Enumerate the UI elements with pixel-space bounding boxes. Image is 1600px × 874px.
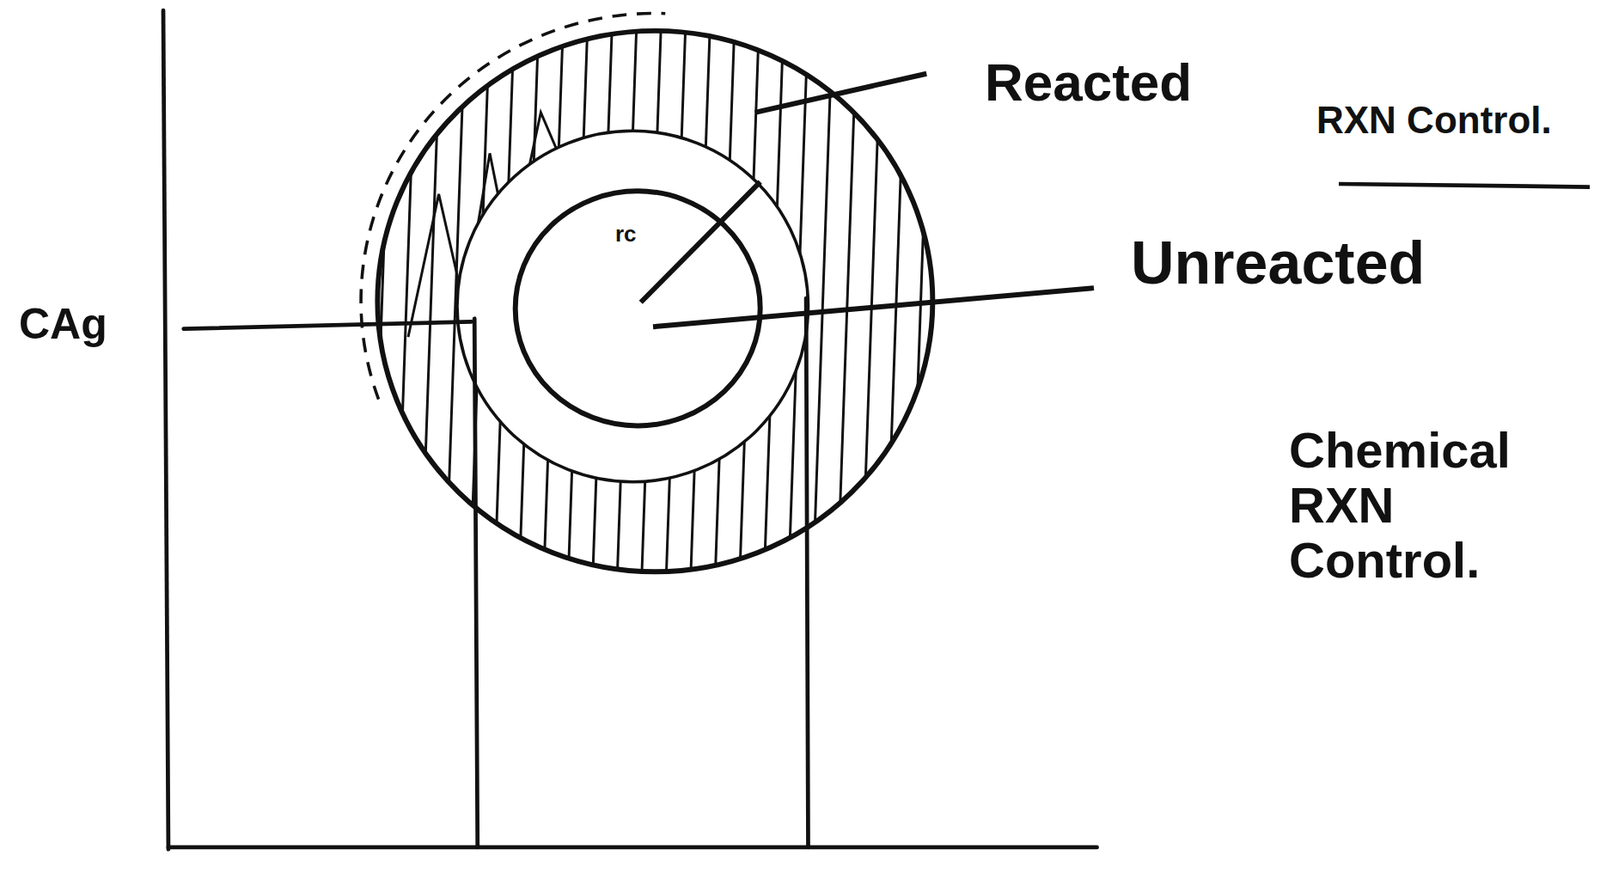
leader-line	[653, 287, 1094, 327]
regime-label: Chemical RXN Control.	[1288, 422, 1564, 587]
axis-line	[168, 845, 1098, 850]
film-boundary	[360, 12, 666, 399]
region-label: Reacted	[984, 53, 1192, 112]
radius-line	[641, 182, 761, 303]
concentration-line	[183, 321, 472, 329]
regime-label: RXN Control.	[1316, 99, 1552, 141]
region-label: Unreacted	[1130, 230, 1425, 297]
unreacted-core	[515, 190, 761, 426]
underline	[1338, 183, 1590, 188]
axis-label: CAg	[18, 300, 108, 349]
radius-label: rc	[615, 221, 637, 247]
reaction-front	[457, 130, 809, 483]
profile-line	[806, 298, 808, 848]
leader-line	[755, 73, 928, 113]
particle-outline	[377, 30, 933, 572]
axis-line	[163, 10, 169, 849]
